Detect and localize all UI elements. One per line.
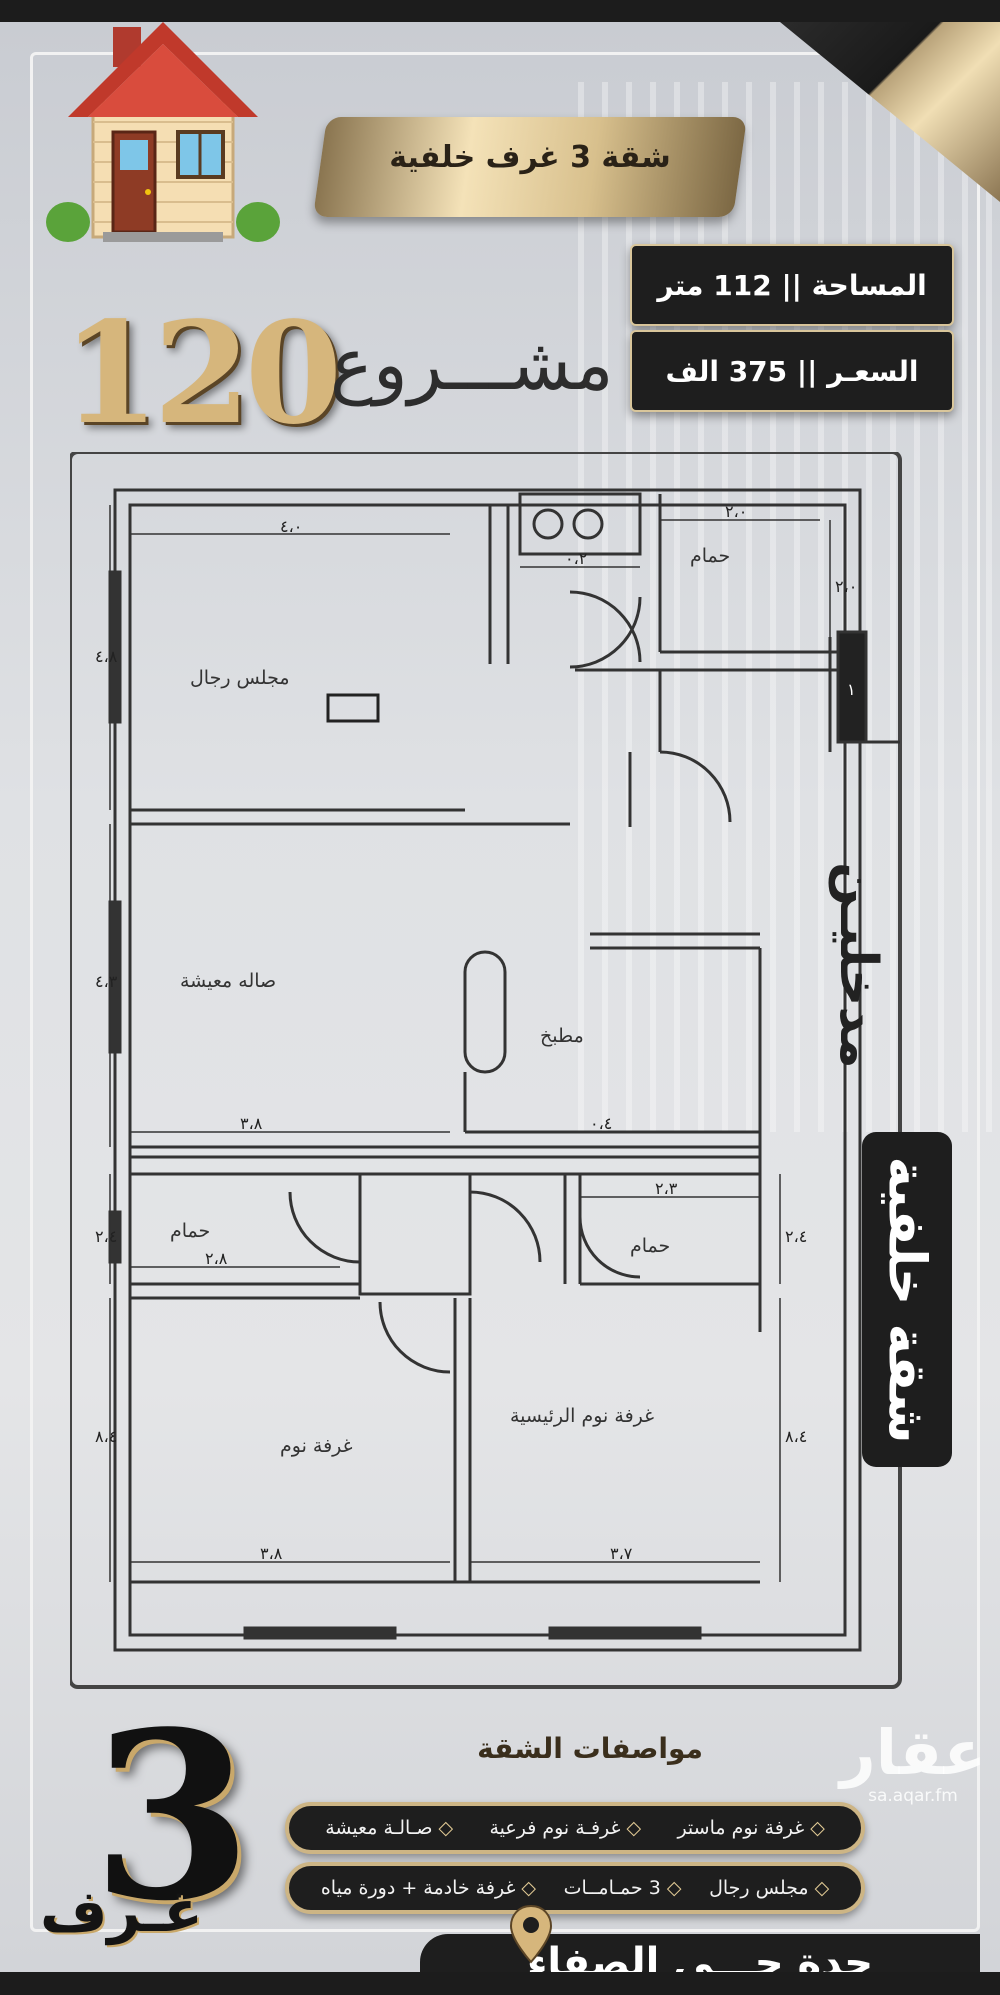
dim-bedroom-width: ٣،٨: [260, 1544, 283, 1563]
room-label-kitchen: مطبخ: [540, 1025, 584, 1047]
unit-type-text: شقة خلفية: [877, 1155, 937, 1444]
specs-title: مواصفات الشقة: [477, 1732, 703, 1765]
specs-row-2: ◇مجلس رجال ◇3 حمـامــات ◇غرفة خادمة + دو…: [285, 1862, 865, 1914]
unit-type-tag: شقة خلفية: [862, 1132, 952, 1467]
spec-item: ◇غرفـة نوم فرعية: [489, 1817, 642, 1839]
watermark-logo: عقار: [840, 1716, 986, 1789]
location-bar: جدة حـــي الصفاء: [420, 1934, 980, 1972]
dim-bedroom-height: ٨،٤: [95, 1427, 117, 1446]
room-label-bath-right: حمام: [630, 1235, 670, 1257]
dim-bath-right-width: ٢،٣: [655, 1179, 678, 1198]
house-icon: [46, 22, 280, 242]
dim-wc-top: ٠،٢: [565, 549, 587, 568]
spec-item: ◇مجلس رجال: [709, 1877, 830, 1899]
dim-majlis-width: ٤،٠: [280, 517, 302, 536]
specs-row-1: ◇غرفة نوم ماستر ◇غرفـة نوم فرعية ◇صـالـة…: [285, 1802, 865, 1854]
dim-living-width: ٣،٨: [240, 1114, 263, 1133]
dim-master-height: ٨،٤: [785, 1427, 807, 1446]
flyer-canvas: شقة 3 غرف خلفية المساحة || 112 متر السعـ…: [0, 22, 1000, 1972]
dim-bath-top-height: ٢،٠: [835, 577, 857, 596]
area-badge: المساحة || 112 متر: [630, 244, 954, 326]
entrance-door-mark: ١: [847, 680, 856, 699]
room-label-bath-top: حمام: [690, 545, 730, 567]
spec-item: ◇غرفة خادمة + دورة مياه: [320, 1877, 536, 1899]
rooms-count-number: 3: [92, 1682, 253, 1952]
room-label-master: غرفة نوم الرئيسية: [510, 1405, 654, 1427]
dim-majlis-height: ٤،٨: [95, 647, 118, 666]
spec-item: ◇غرفة نوم ماستر: [677, 1817, 825, 1839]
floor-plan: مجلس رجال صاله معيشة مطبخ حمام حمام حمام…: [70, 452, 902, 1689]
dim-bath-top-width: ٢،٠: [725, 502, 747, 521]
room-label-bedroom: غرفة نوم: [280, 1435, 353, 1457]
room-label-majlis: مجلس رجال: [190, 667, 290, 689]
flyer-frame: [30, 52, 980, 1932]
dim-bath-right-height: ٢،٤: [785, 1227, 807, 1246]
dim-master-width: ٣،٧: [610, 1544, 633, 1563]
project-number: 120: [62, 292, 342, 456]
dim-living-height: ٤،٣: [95, 972, 118, 991]
rooms-count-word: غـرف: [40, 1877, 203, 1945]
project-word: مشـــروع: [330, 322, 614, 406]
dim-kitchen-width: ٠،٤: [590, 1114, 612, 1133]
dim-bath-left-width: ٢،٨: [205, 1249, 228, 1268]
location-pin-icon: [509, 1904, 553, 1964]
bottom-strip: [0, 1972, 1000, 1995]
watermark-url: sa.aqar.fm: [868, 1786, 958, 1806]
spec-item: ◇3 حمـامــات: [563, 1877, 682, 1899]
dim-bath-left-height: ٢،٤: [95, 1227, 117, 1246]
entrance-label: مدخليـن: [828, 862, 888, 1069]
room-label-living: صاله معيشة: [180, 970, 276, 992]
listing-title: شقة 3 غرف خلفية: [389, 140, 671, 175]
spec-item: ◇صـالـة معيشة: [325, 1817, 454, 1839]
aqar-watermark: عقار sa.aqar.fm: [840, 1716, 986, 1807]
price-badge: السعـر || 375 الف: [630, 330, 954, 412]
room-label-bath-left: حمام: [170, 1220, 210, 1242]
